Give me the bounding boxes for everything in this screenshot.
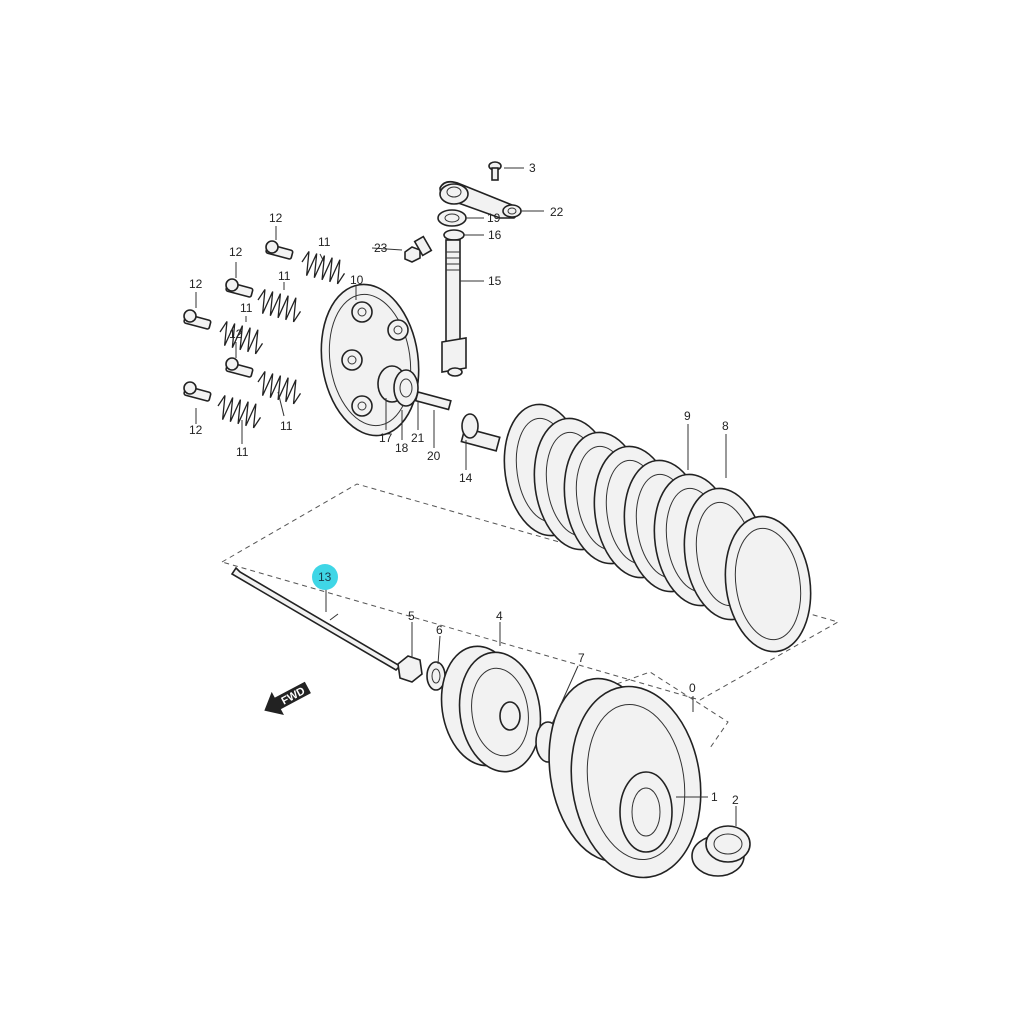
callout-2: 2 <box>732 793 739 807</box>
callout-17: 17 <box>379 431 393 445</box>
callout-11d: 11 <box>280 419 293 433</box>
callout-22: 22 <box>550 205 564 219</box>
fwd-label: FWD <box>279 685 307 707</box>
leader-lines <box>195 167 737 826</box>
callout-11b: 11 <box>278 269 291 283</box>
bushing <box>691 825 751 877</box>
nut-washer <box>397 655 446 691</box>
callout-10: 10 <box>350 273 364 287</box>
callout-5: 5 <box>408 609 415 623</box>
clutch-lever-group <box>404 161 522 377</box>
pressure-plate <box>320 283 501 452</box>
callout-18: 18 <box>395 441 409 455</box>
clutch-outer-housing <box>548 677 702 879</box>
callout-16: 16 <box>488 228 502 242</box>
callout-6: 6 <box>436 623 443 637</box>
callout-20: 20 <box>427 449 441 463</box>
assembly-frame <box>220 483 840 701</box>
callout-19: 19 <box>487 211 501 225</box>
callout-13: 13 <box>318 570 332 584</box>
callout-12c: 12 <box>189 277 203 291</box>
callout-8: 8 <box>722 419 729 433</box>
clutch-center <box>440 645 542 773</box>
callout-7: 7 <box>578 651 585 665</box>
spring-bolt-set <box>183 240 346 429</box>
callout-15: 15 <box>488 274 502 288</box>
housing-frame <box>599 671 729 749</box>
clutch-plate-stack <box>503 403 812 653</box>
callout-0: 0 <box>689 681 696 695</box>
callout-12e: 12 <box>189 423 203 437</box>
callout-labels: 3 22 19 16 23 15 10 12 12 12 12 12 11 11… <box>189 161 739 807</box>
callout-11c: 11 <box>240 301 253 315</box>
callout-12d: 12 <box>229 327 243 341</box>
callout-12b: 12 <box>229 245 243 259</box>
callout-12a: 12 <box>269 211 283 225</box>
callout-4: 4 <box>496 609 503 623</box>
callout-1: 1 <box>711 790 718 804</box>
fwd-arrow: FWD <box>264 681 311 715</box>
callout-11e: 11 <box>236 445 249 459</box>
callout-3: 3 <box>529 161 536 175</box>
callout-21: 21 <box>411 431 425 445</box>
callout-14: 14 <box>459 471 473 485</box>
callout-23: 23 <box>374 241 388 255</box>
callout-11a: 11 <box>318 235 331 249</box>
callout-9: 9 <box>684 409 691 423</box>
callout-13-highlight <box>312 564 338 590</box>
